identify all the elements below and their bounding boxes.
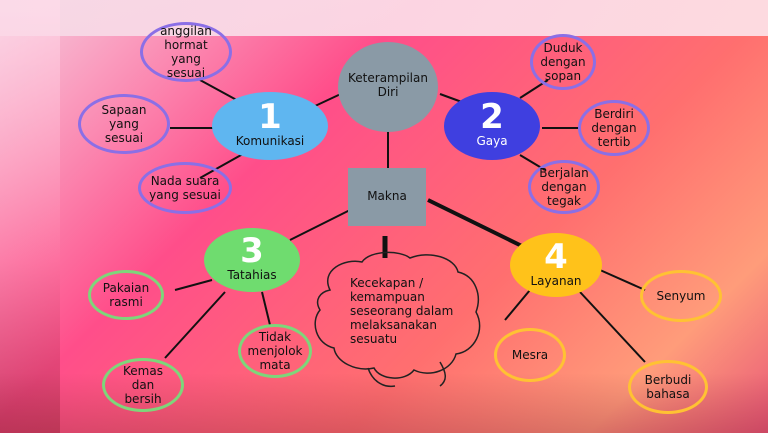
keterampilan-circle bbox=[338, 42, 438, 132]
gaya-item-3: Berjalan dengan tegak bbox=[528, 160, 600, 214]
hub-2: 2 Gaya bbox=[444, 90, 540, 158]
keterampilan-label: Keterampilan Diri bbox=[348, 71, 428, 99]
gaya-item-2: Berdiri dengan tertib bbox=[578, 100, 650, 156]
makna-label: Makna bbox=[367, 189, 407, 203]
tatahias-item-3: Kemas dan bersih bbox=[102, 358, 184, 412]
hub-1: 1 Komunikasi bbox=[212, 90, 328, 158]
hub-4-ellipse bbox=[510, 233, 602, 297]
layanan-item-3: Berbudi bahasa bbox=[628, 360, 708, 414]
komunikasi-item-3: Nada suara yang sesuai bbox=[138, 162, 232, 214]
hub-1-ellipse bbox=[212, 92, 328, 160]
brain-outline bbox=[314, 251, 481, 379]
hub-3: 3 Tatahias bbox=[204, 226, 300, 290]
komunikasi-item-2: Sapaan yang sesuai bbox=[78, 94, 170, 154]
hub-2-ellipse bbox=[444, 92, 540, 160]
gaya-item-1: Duduk dengan sopan bbox=[530, 34, 596, 90]
hub-4: 4 Layanan bbox=[510, 232, 602, 296]
hub-4-number: 4 bbox=[544, 237, 568, 277]
layanan-item-1: Senyum bbox=[640, 270, 722, 322]
tatahias-item-2: Tidak menjolok mata bbox=[238, 324, 312, 378]
hub-3-label: Tatahias bbox=[227, 268, 277, 282]
layanan-item-2: Mesra bbox=[494, 328, 566, 382]
background-fade-left bbox=[0, 0, 60, 433]
tatahias-item-1: Pakaian rasmi bbox=[88, 270, 164, 320]
makna-box bbox=[348, 168, 426, 226]
hub-1-number: 1 bbox=[258, 97, 282, 137]
hub-3-ellipse bbox=[204, 228, 300, 292]
hub-2-label: Gaya bbox=[476, 134, 508, 148]
hub-4-label: Layanan bbox=[530, 274, 582, 288]
makna-description: Kecekapan / kemampuan seseorang dalam me… bbox=[350, 276, 454, 346]
hub-3-number: 3 bbox=[240, 231, 264, 271]
hub-1-label: Komunikasi bbox=[235, 134, 305, 148]
top-strip bbox=[0, 0, 768, 36]
hub-2-number: 2 bbox=[480, 97, 504, 137]
komunikasi-item-1: anggilan hormat yang sesuai bbox=[140, 22, 232, 82]
